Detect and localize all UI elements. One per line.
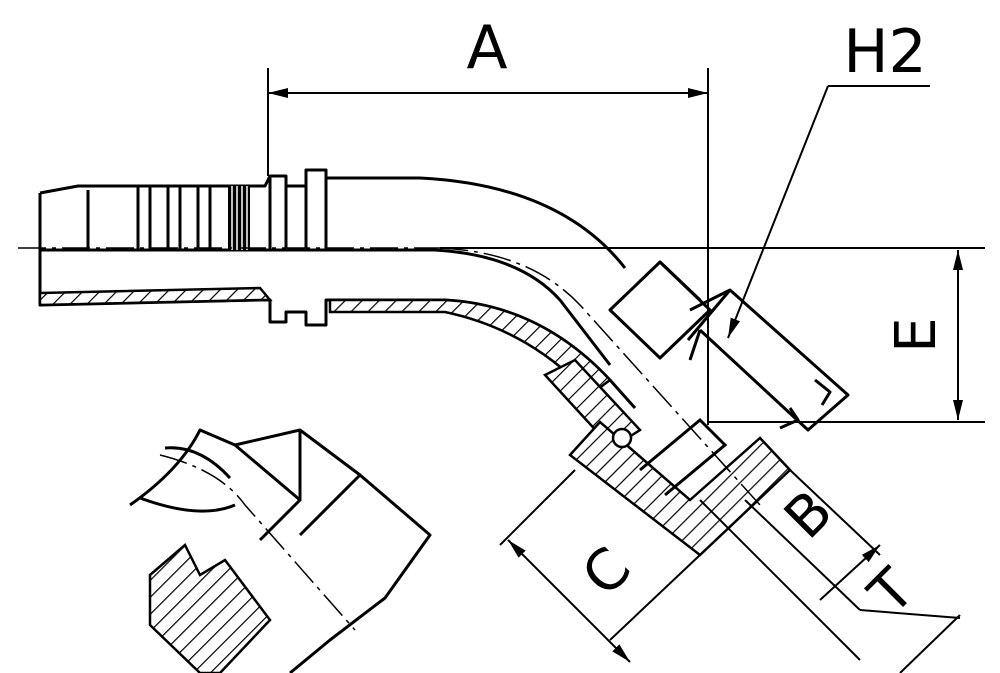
centerlines: [18, 247, 761, 506]
bend-wall-hatch: [542, 358, 642, 450]
dimension-b: [744, 469, 881, 611]
nut-section-hatch: [568, 420, 792, 557]
dimension-c: [499, 469, 701, 663]
stem-top-outline: [39, 168, 627, 269]
detail-centerline: [159, 454, 356, 631]
dimension-e: [440, 247, 985, 423]
knurl-band: [228, 186, 250, 250]
dimension-a: [267, 68, 709, 425]
label-a: A: [466, 13, 507, 83]
fitting-body: [38, 168, 637, 409]
nut-inner: [639, 417, 728, 497]
o-ring: [611, 427, 633, 449]
label-e: E: [884, 317, 949, 352]
dimension-h2: [727, 85, 930, 339]
bore-line: [40, 248, 612, 366]
detail-view: [129, 428, 432, 673]
barb-rings: [86, 170, 328, 250]
label-t: T: [856, 556, 927, 627]
label-c: C: [570, 535, 644, 609]
detail-section-hatch: [148, 543, 272, 673]
dimension-t: [699, 499, 961, 673]
stem-section-hatch: [38, 286, 273, 307]
label-b: B: [772, 478, 845, 551]
swivel-nut: [608, 260, 850, 432]
label-h2: H2: [843, 17, 926, 87]
